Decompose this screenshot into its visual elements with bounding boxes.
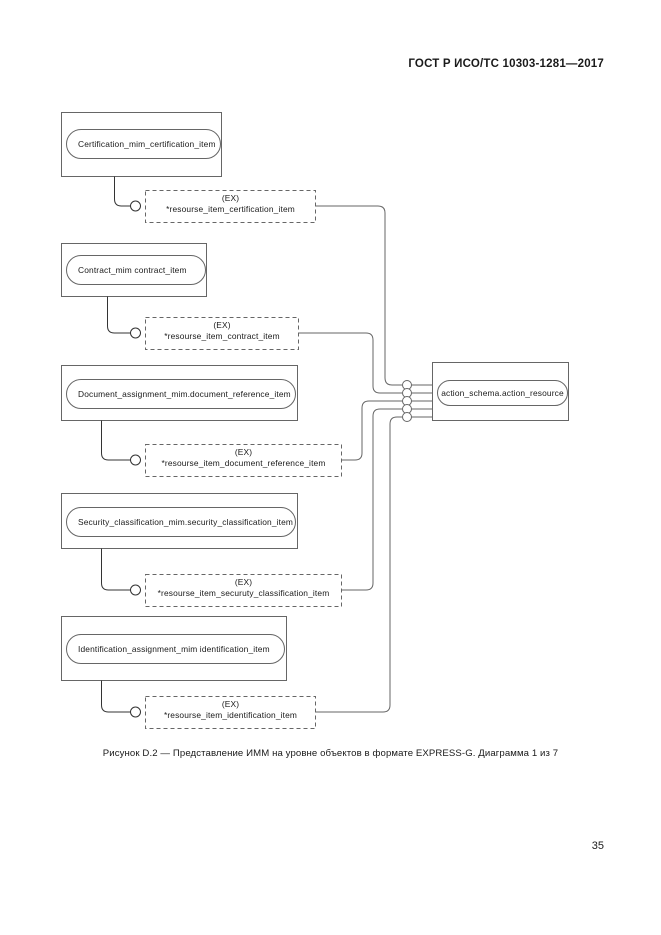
ex-tag-2: (EX) [213,320,231,330]
ex-label-5: *resourse_item_identification_item [163,710,298,720]
ex-tag-5: (EX) [221,699,240,709]
connector-circle-5 [130,706,141,718]
connector-line-5 [101,680,131,713]
route-line-1 [315,205,402,386]
ex-tag-4: (EX) [234,577,253,587]
ex-tag-1: (EX) [221,193,240,203]
connector-line-2 [107,296,131,334]
document-header-standard-number: ГОСТ Р ИСО/ТС 10303-1281—2017 [408,58,604,70]
route-line-4 [341,408,402,591]
target-schema-label: action_schema.action_resource [441,388,564,398]
target-rounded-box [437,380,568,406]
schema-rounded-box-2 [66,255,206,285]
schema-label-3: Document_assignment_mim.document_referen… [78,389,291,399]
target-port-stems [411,384,433,418]
schema-outer-box-2 [61,243,207,297]
schema-label-2: Contract_mim contract_item [78,265,187,275]
ex-label-4: *resourse_item_securuty_classification_i… [157,588,330,598]
figure-caption: Рисунок D.2 — Представление ИММ на уровн… [102,748,559,759]
route-line-2 [298,332,402,394]
schema-rounded-box-4 [66,507,296,537]
schema-rounded-box-1 [66,129,221,159]
connector-circle-4 [130,584,141,596]
route-line-5 [315,416,402,713]
connector-circle-3 [130,454,141,466]
ex-label-2: *resourse_item_contract_item [164,331,280,341]
ex-tag-3: (EX) [234,447,253,457]
ex-label-1: *resourse_item_certification_item [166,204,295,214]
page-number: 35 [591,840,604,852]
schema-outer-box-5 [61,616,287,681]
connector-line-1 [114,176,131,207]
schema-label-5: Identification_assignment_mim identifica… [78,644,270,654]
schema-label-1: Certification_mim_certification_item [78,139,216,149]
schema-outer-box-3 [61,365,298,421]
ex-label-3: *resourse_item_document_reference_item [161,458,326,468]
target-port-5 [402,412,412,422]
route-line-3 [341,400,402,461]
schema-rounded-box-5 [66,634,285,664]
target-outer-box [432,362,569,421]
schema-outer-box-4 [61,493,298,549]
connector-circle-1 [130,200,141,212]
connector-line-3 [101,420,131,461]
connector-line-4 [101,548,131,591]
schema-outer-box-1 [61,112,222,177]
schema-label-4: Security_classification_mim.security_cla… [78,517,294,527]
connector-circle-2 [130,327,141,339]
schema-rounded-box-3 [66,379,296,409]
